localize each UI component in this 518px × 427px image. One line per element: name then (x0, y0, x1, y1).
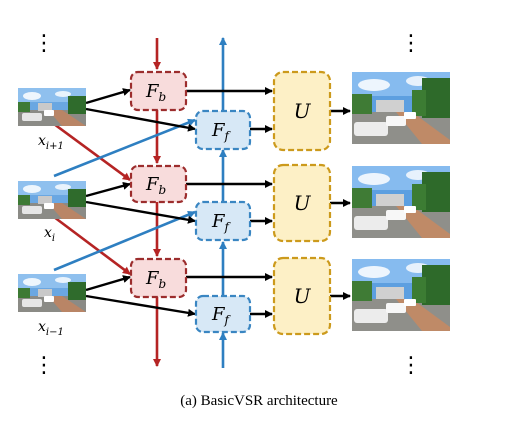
output-frame-1 (352, 72, 450, 144)
backward-diag-xi-to-fb3 (53, 215, 131, 276)
svg-text:U: U (294, 99, 312, 123)
svg-text:Fb: Fb (145, 174, 166, 197)
forward-block-3: Ff (194, 294, 252, 334)
upsample-block-2: U (272, 163, 332, 243)
backward-diag-xi1-to-fb2 (53, 122, 131, 182)
svg-text:Ff: Ff (211, 120, 232, 143)
arrow-x3-to-fb3 (85, 275, 131, 292)
forward-diag-xi-to-ff1 (53, 118, 196, 178)
figure-caption: (a) BasicVSR architecture (180, 393, 338, 409)
input-label-i: xi (44, 225, 55, 244)
ellipsis-top-right: ⋮ (400, 31, 422, 56)
svg-text:Fb: Fb (145, 81, 166, 104)
forward-block-1: Ff (194, 109, 252, 151)
backward-block-2: Fb (129, 164, 188, 204)
svg-text:U: U (294, 284, 312, 308)
arrow-x2-to-ff2 (85, 200, 196, 224)
forward-diag-xi-1-to-ff2 (53, 210, 196, 272)
ellipsis-bottom-right: ⋮ (400, 353, 422, 378)
svg-text:Ff: Ff (211, 211, 232, 234)
svg-text:Fb: Fb (145, 268, 166, 291)
arrow-x2-to-fb2 (85, 181, 131, 198)
output-frame-2 (352, 166, 450, 238)
input-frame-i-plus-1: xi+1 (18, 88, 86, 152)
forward-block-2: Ff (194, 200, 252, 242)
data-arrows (85, 87, 351, 318)
svg-text:U: U (294, 191, 312, 215)
output-frame-3 (352, 259, 450, 331)
arrow-x1-to-fb1 (85, 88, 131, 105)
arrow-x1-to-ff1 (85, 107, 196, 132)
upsample-block-3: U (272, 256, 332, 336)
forward-propagation-arrows (53, 37, 227, 368)
backward-block-1: Fb (129, 70, 188, 112)
backward-block-3: Fb (129, 257, 188, 299)
input-label-i-plus-1: xi+1 (38, 133, 64, 152)
ellipsis-bottom-left: ⋮ (33, 353, 55, 378)
arrow-x3-to-ff3 (85, 294, 196, 317)
upsample-block-1: U (272, 70, 332, 152)
svg-text:Ff: Ff (211, 304, 232, 327)
input-frame-i-minus-1: xi−1 (18, 274, 86, 338)
input-frame-i: xi (18, 181, 86, 244)
ellipsis-top-left: ⋮ (33, 31, 55, 56)
input-label-i-minus-1: xi−1 (38, 319, 64, 338)
